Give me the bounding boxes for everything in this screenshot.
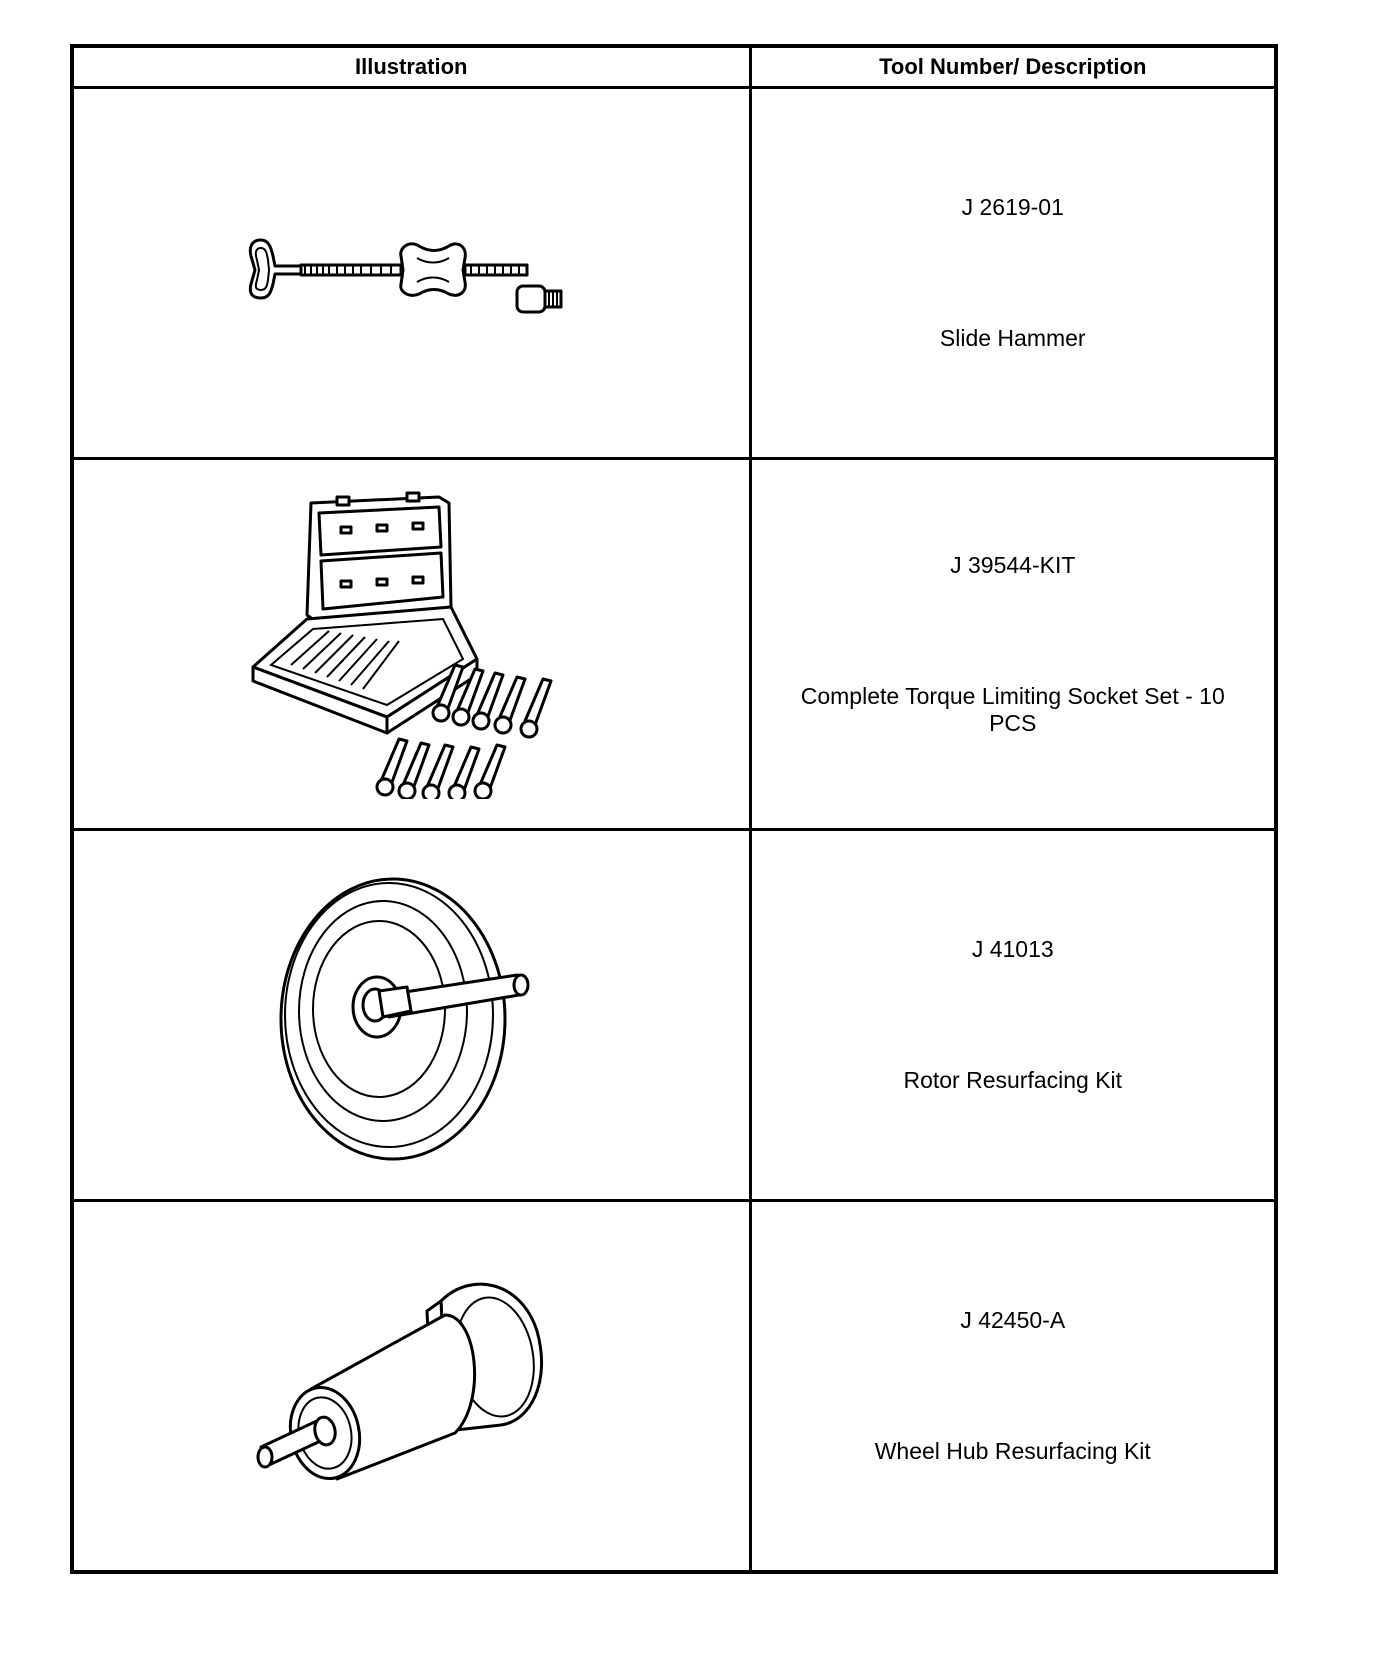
table-row: J 2619-01 Slide Hammer <box>70 86 1278 460</box>
tool-description-cell: J 39544-KIT Complete Torque Limiting Soc… <box>748 457 1278 831</box>
tool-description-cell: J 41013 Rotor Resurfacing Kit <box>748 828 1278 1202</box>
tool-description-cell: J 2619-01 Slide Hammer <box>748 86 1278 460</box>
illustration-cell <box>70 828 752 1202</box>
wheel-hub-resurfacing-illustration <box>256 1282 544 1481</box>
table-header-row: Illustration Tool Number/ Description <box>70 44 1278 89</box>
tool-description: Complete Torque Limiting Socket Set - 10… <box>800 682 1225 736</box>
tool-number: J 41013 <box>971 936 1054 962</box>
header-tool-description: Tool Number/ Description <box>748 44 1278 89</box>
illustration-cell <box>70 1199 752 1574</box>
rotor-resurfacing-illustration <box>279 877 530 1161</box>
tool-description: Slide Hammer <box>939 325 1086 351</box>
special-tools-table: Illustration Tool Number/ Description <box>70 44 1278 1574</box>
tool-number: J 39544-KIT <box>950 551 1076 578</box>
table-row: J 42450-A Wheel Hub Resurfacing Kit <box>70 1199 1278 1574</box>
table-row: J 39544-KIT Complete Torque Limiting Soc… <box>70 457 1278 831</box>
illustration-cell <box>70 457 752 831</box>
tool-number: J 42450-A <box>960 1307 1066 1333</box>
slide-hammer-illustration <box>249 238 563 314</box>
header-illustration: Illustration <box>70 44 752 89</box>
tool-description: Rotor Resurfacing Kit <box>903 1067 1123 1093</box>
tool-number: J 2619-01 <box>961 194 1064 220</box>
socket-set-case-illustration <box>251 491 553 799</box>
illustration-cell <box>70 86 752 460</box>
table-row: J 41013 Rotor Resurfacing Kit <box>70 828 1278 1202</box>
tool-description-cell: J 42450-A Wheel Hub Resurfacing Kit <box>748 1199 1278 1574</box>
tool-description: Wheel Hub Resurfacing Kit <box>874 1438 1151 1464</box>
